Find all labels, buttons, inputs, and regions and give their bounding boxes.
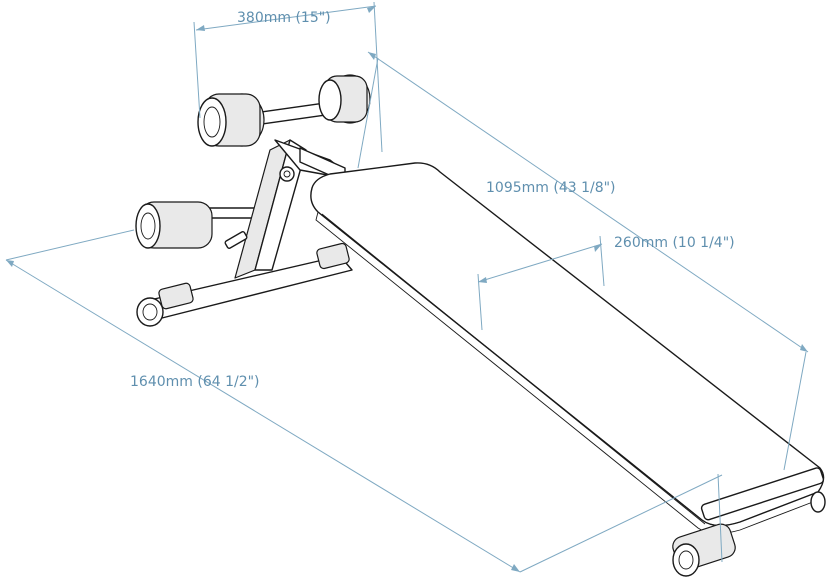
backrest-pad [310,162,825,534]
backrest-width-dimension: 260mm (10 1/4") [477,235,735,331]
overall-length-dimension: 1640mm (64 1/2") [5,229,723,573]
rear-roller-assembly [197,74,371,147]
depth-label: 380mm (15") [237,10,331,26]
rear-base-tube [672,467,826,577]
dimension-annotations: 380mm (15") 1095mm (43 1/8") 260mm (10 1… [5,1,809,573]
front-base-tube [136,242,353,327]
depth-dimension: 380mm (15") [193,1,383,153]
backrest-length-dimension: 1095mm (43 1/8") [357,51,809,471]
backrest-length-label: 1095mm (43 1/8") [486,180,616,196]
bench-illustration [135,74,826,577]
front-roller-assembly [135,201,261,249]
overall-length-label: 1640mm (64 1/2") [130,374,260,390]
backrest-width-label: 260mm (10 1/4") [614,235,735,251]
